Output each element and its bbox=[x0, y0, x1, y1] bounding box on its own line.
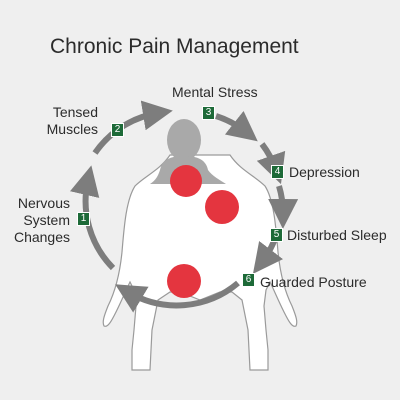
step-5-badge: 5 bbox=[270, 228, 283, 242]
cycle-arrow-icon bbox=[70, 165, 116, 271]
step-6-badge: 6 bbox=[242, 273, 255, 287]
step-2-label: Tensed Muscles bbox=[30, 104, 98, 138]
step-1-badge: 1 bbox=[77, 212, 90, 226]
step-3-badge: 3 bbox=[202, 106, 215, 120]
cycle-arrow-icon bbox=[115, 280, 240, 313]
cycle-arrow-icon bbox=[92, 100, 173, 155]
step-1-label: Nervous System Changes bbox=[8, 195, 70, 246]
step-1-label-text: Nervous System Changes bbox=[13, 195, 70, 245]
cycle-arrow-icon bbox=[215, 110, 258, 142]
step-5-label: Disturbed Sleep bbox=[287, 227, 387, 243]
step-4-badge: 4 bbox=[271, 165, 284, 179]
pain-spot-icon bbox=[167, 264, 201, 298]
cycle-arrow-icon bbox=[268, 185, 299, 229]
step-6-label: Guarded Posture bbox=[260, 274, 367, 290]
step-4-label: Depression bbox=[289, 164, 360, 180]
step-2-label-text: Tensed Muscles bbox=[46, 104, 98, 137]
pain-spot-icon bbox=[170, 165, 202, 197]
page-title: Chronic Pain Management bbox=[50, 35, 299, 58]
pain-spot-icon bbox=[205, 190, 239, 224]
step-2-badge: 2 bbox=[111, 123, 124, 137]
step-3-label: Mental Stress bbox=[172, 84, 258, 100]
